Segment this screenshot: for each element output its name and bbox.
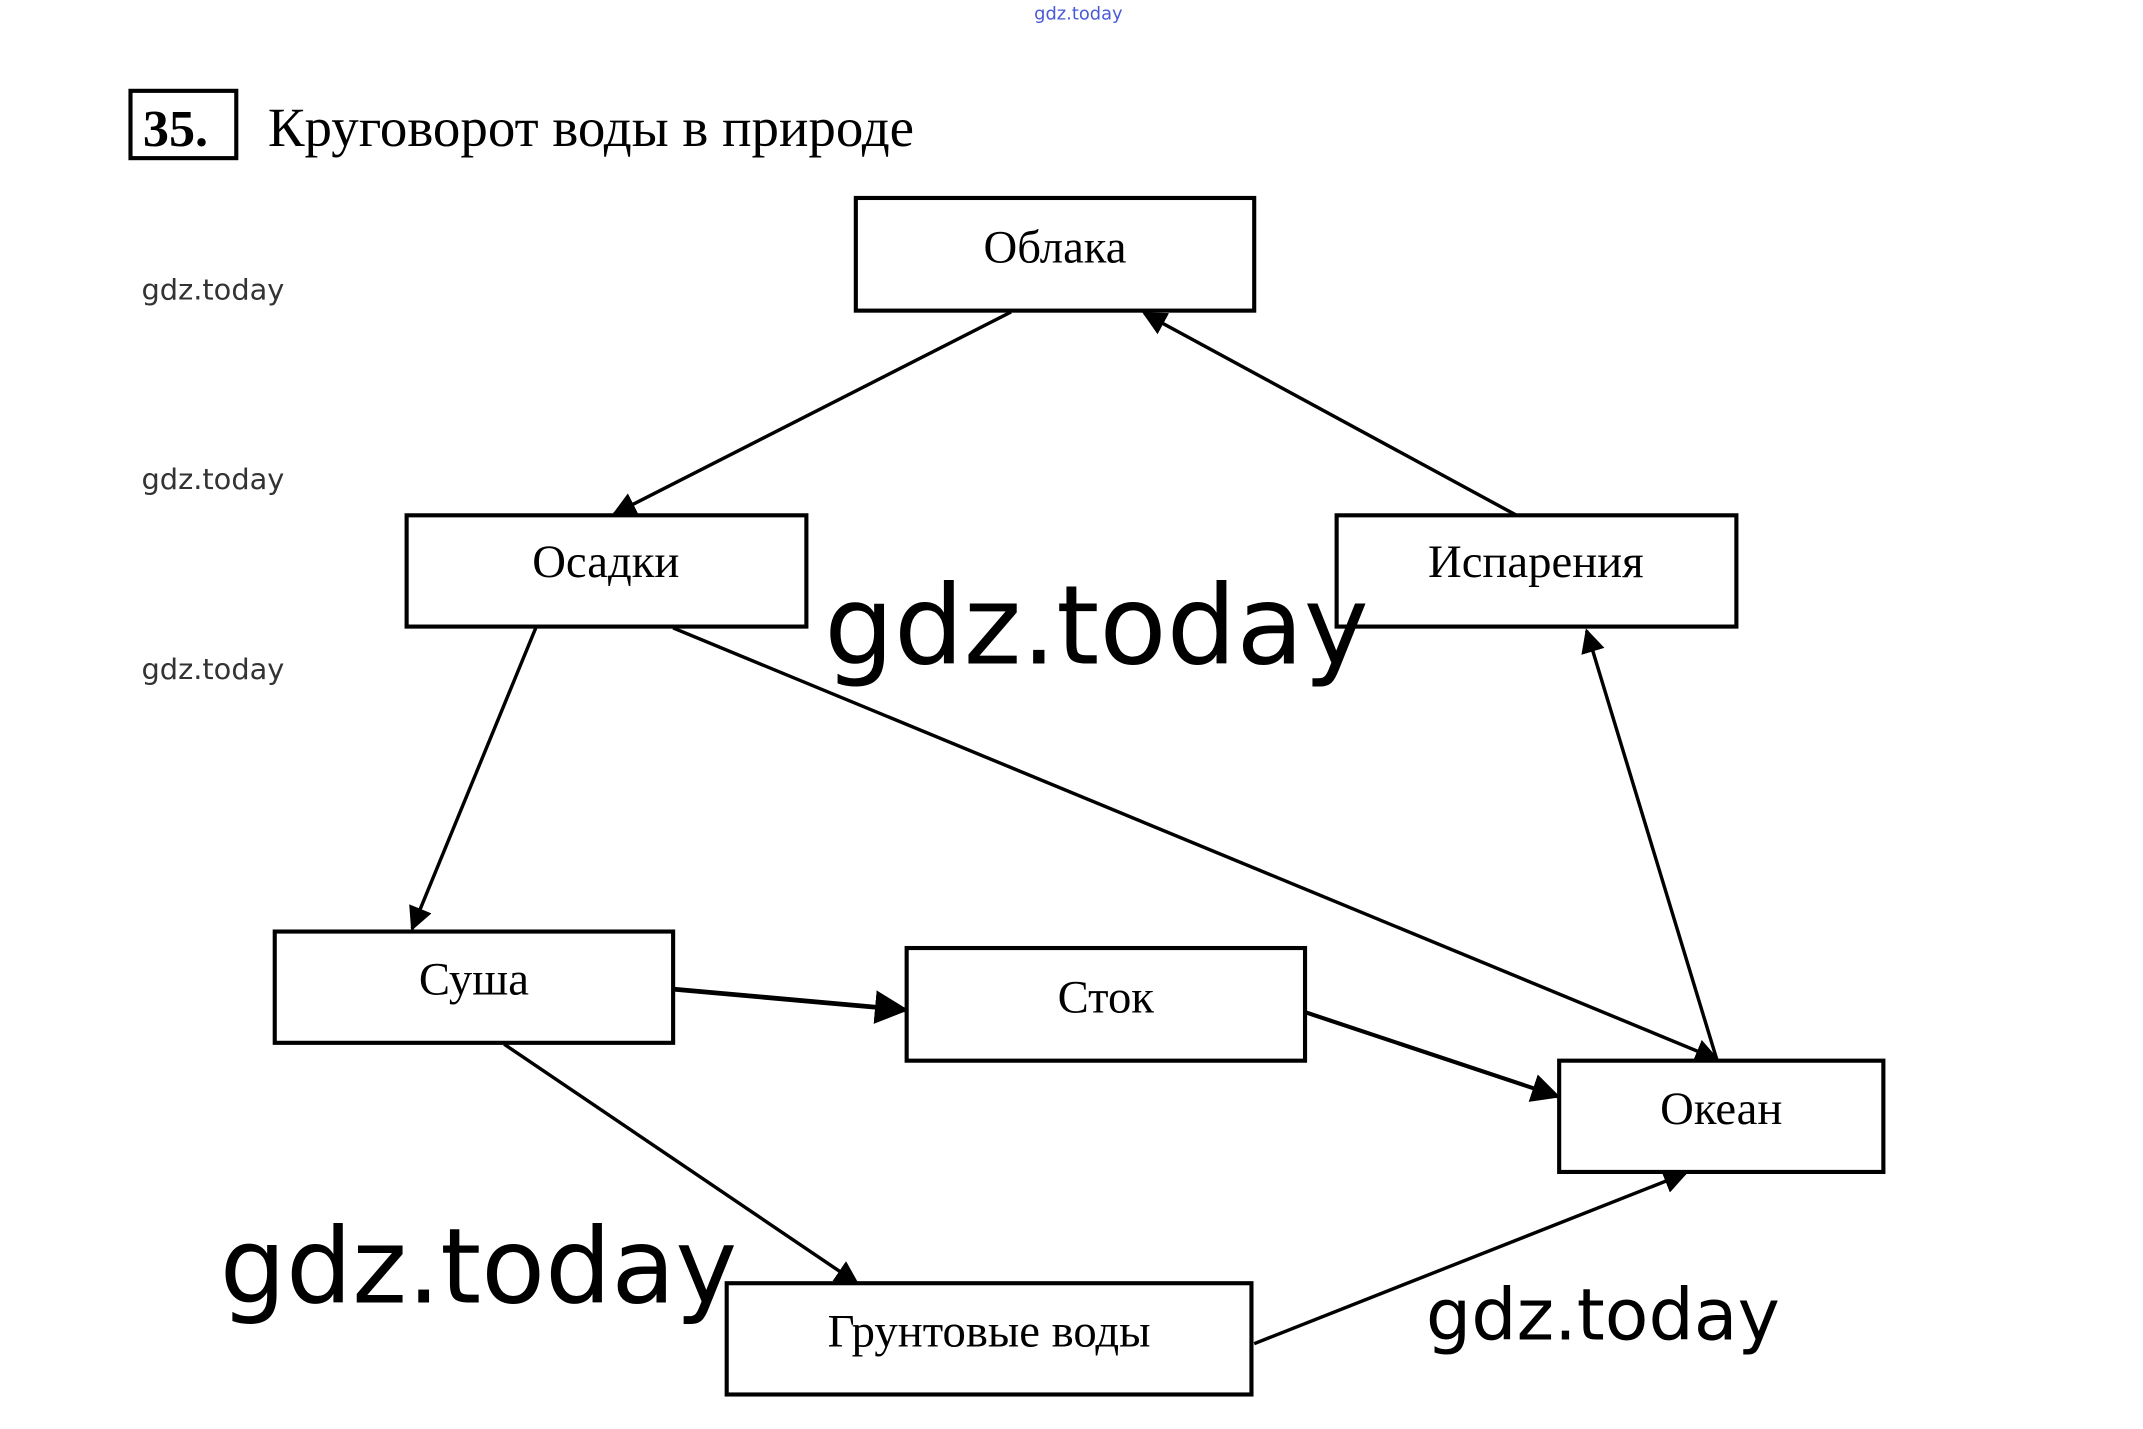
node-land: Суша [272,929,676,1045]
node-ocean: Океан [1557,1058,1886,1175]
node-label: Испарения [1428,536,1644,588]
node-precipitation: Осадки [404,513,809,629]
edge-land-runoff [674,986,909,1024]
edge-precipitation-land [409,627,538,932]
edges [409,310,1720,1346]
watermark-left-3: gdz.today [141,652,284,686]
watermark-top: gdz.today [1034,3,1123,24]
watermark-large-bottom-left: gdz.today [220,1205,737,1327]
watermark-bottom-right: gdz.today [1426,1274,1780,1357]
node-clouds: Облака [853,195,1257,313]
edge-evaporation-clouds [1142,311,1518,517]
watermark-left-1: gdz.today [141,273,284,307]
watermark-large-center: gdz.today [824,562,1369,690]
node-runoff: Сток [904,945,1308,1063]
edge-ocean-evaporation [1581,628,1719,1062]
edge-groundwater-ocean [1253,1170,1688,1346]
node-label: Океан [1660,1083,1782,1135]
problem-number-box [128,88,239,161]
node-label: Облака [983,222,1126,274]
edge-clouds-precipitation [611,310,1012,516]
node-label: Осадки [532,536,679,588]
problem-number: 35. [143,100,208,158]
watermark-left-2: gdz.today [141,462,284,496]
node-label: Грунтовые воды [828,1305,1151,1357]
edge-land-groundwater [503,1042,860,1285]
node-groundwater: Грунтовые воды [724,1281,1254,1397]
problem-title: Круговорот воды в природе [268,97,914,158]
edge-precipitation-ocean [672,626,1720,1063]
node-evaporation: Испарения [1334,513,1739,629]
node-label: Сток [1058,972,1155,1024]
node-label: Суша [419,954,529,1006]
edge-runoff-ocean [1305,1010,1561,1102]
